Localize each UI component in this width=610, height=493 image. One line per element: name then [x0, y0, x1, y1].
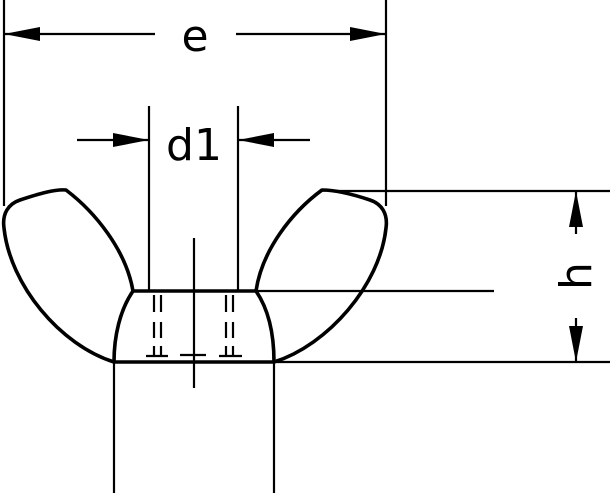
thread-hidden-lines	[146, 295, 242, 358]
hub-right-edge	[254, 289, 276, 364]
arrowhead-e-right	[350, 27, 386, 41]
label-d1: d1	[166, 120, 222, 171]
reference-lines	[112, 238, 494, 493]
arrowhead-e-left	[4, 27, 40, 41]
left-wing	[1, 188, 135, 364]
label-h: h	[551, 262, 602, 290]
wing-nut-outline	[1, 188, 389, 364]
arrowhead-h-bottom	[569, 326, 583, 362]
label-e: e	[181, 11, 208, 62]
dimension-d1: d1	[77, 106, 310, 292]
arrowhead-d1-right	[238, 133, 274, 147]
dimension-e: e	[2, 0, 388, 206]
hub-left-edge	[112, 289, 135, 364]
right-wing	[254, 188, 389, 364]
arrowhead-d1-left	[113, 133, 149, 147]
dimension-h: h	[274, 189, 610, 364]
arrowhead-h-top	[569, 191, 583, 227]
